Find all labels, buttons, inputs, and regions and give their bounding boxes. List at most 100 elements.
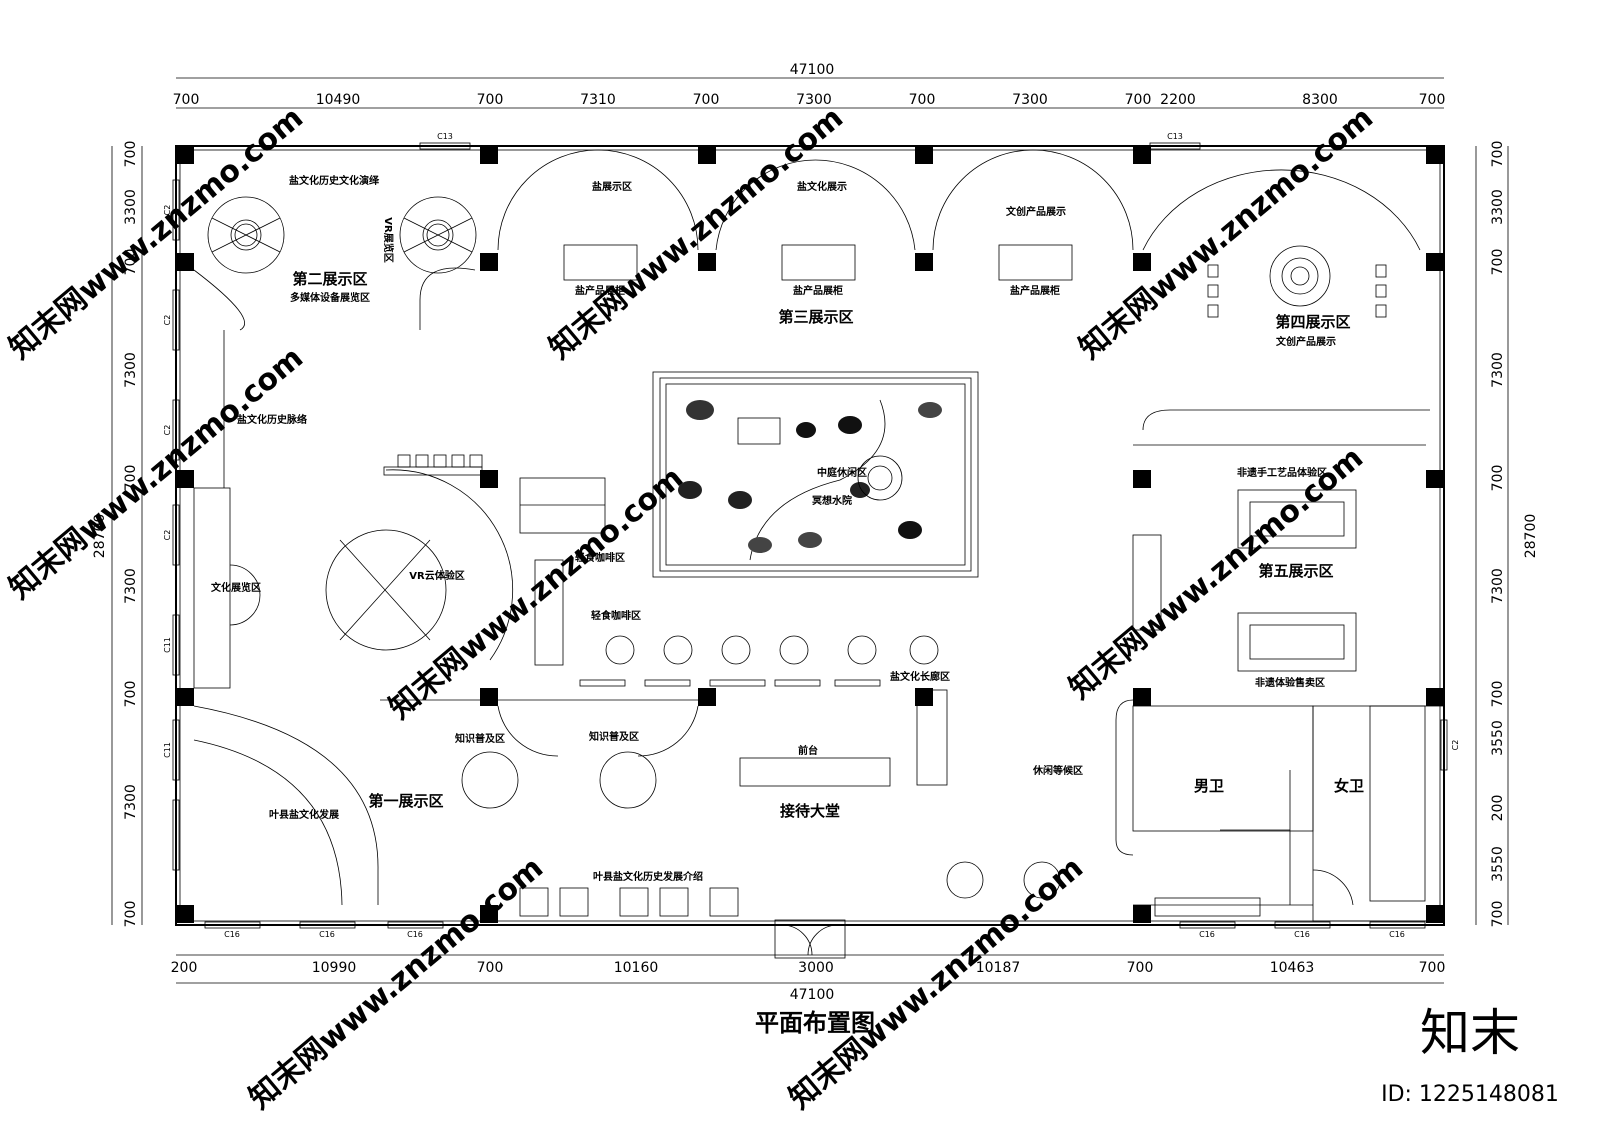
dim-top-seg: 700 — [173, 92, 200, 108]
knowledge-label: 知识普及区 — [454, 732, 505, 745]
zone-2-subtitle: 多媒体设备展览区 — [290, 291, 370, 304]
dim-top-seg: 10490 — [316, 92, 361, 108]
dim-right-seg: 700 — [1490, 901, 1506, 928]
reception-desk-label: 前台 — [798, 744, 818, 757]
window-tag: C16 — [407, 930, 423, 939]
dim-left-seg: 700 — [123, 901, 139, 928]
yexian-development-label: 叶县盐文化发展 — [269, 808, 339, 821]
dim-top-seg: 700 — [1125, 92, 1152, 108]
dim-bottom-seg: 10463 — [1270, 960, 1315, 976]
window-tag: C11 — [163, 742, 172, 758]
window-tag: C11 — [163, 637, 172, 653]
window-tag: C16 — [224, 930, 240, 939]
heritage-sales-label: 非遗体验售卖区 — [1255, 676, 1325, 689]
window-tag: C16 — [1389, 930, 1405, 939]
zone-3-title: 第三展示区 — [778, 308, 853, 326]
window-tag: C16 — [1294, 930, 1310, 939]
watermark-layer: 知末网www.znzmo.com 知末网www.znzmo.com 知末网www… — [3, 100, 1380, 1116]
dim-right-seg: 700 — [1490, 141, 1506, 168]
dim-left-seg: 3300 — [123, 189, 139, 225]
dim-bottom-seg: 700 — [1127, 960, 1154, 976]
zone-1-and-lobby: 知识普及区 知识普及区 前台 第一展示区 接待大堂 叶县盐文化发展 叶县盐文化历… — [193, 689, 1061, 917]
window-tag: C13 — [437, 132, 453, 141]
outer-walls — [175, 145, 1445, 926]
window-tag: C16 — [319, 930, 335, 939]
watermark-text: 知末网www.znzmo.com — [383, 460, 690, 726]
heritage-craft-label: 非遗手工艺品体验区 — [1237, 466, 1327, 479]
dim-top-seg: 8300 — [1302, 92, 1338, 108]
dim-left-seg: 7300 — [123, 352, 139, 388]
dim-right-seg: 7300 — [1490, 568, 1506, 604]
cafe-seating — [605, 635, 939, 665]
vr-cloud-label: VR云体验区 — [409, 569, 464, 582]
salt-history-performance-label: 盐文化历史文化演绎 — [289, 174, 380, 187]
window-tag: C2 — [1451, 740, 1460, 751]
dim-left-total: 28700 — [92, 514, 108, 559]
zone-3-salt-display: 盐展示区 盐文化展示 文创产品展示 盐产品展柜 盐产品展柜 盐产品展柜 第三展示… — [497, 149, 1134, 326]
dim-right-seg: 3300 — [1490, 189, 1506, 225]
window-tag: C13 — [1167, 132, 1183, 141]
dim-right-seg: 700 — [1490, 681, 1506, 708]
creative-display-label: 文创产品展示 — [1006, 205, 1066, 218]
dim-total-bottom: 47100 — [790, 987, 835, 1003]
dim-bottom-seg: 200 — [171, 960, 198, 976]
dim-top-seg: 7310 — [580, 92, 616, 108]
window-tag: C2 — [163, 530, 172, 541]
zone-4-subtitle: 文创产品展示 — [1276, 335, 1336, 348]
window-tag: C16 — [1199, 930, 1215, 939]
dimension-lines — [111, 77, 1509, 984]
dim-bottom-seg: 700 — [1419, 960, 1446, 976]
knowledge-label: 知识普及区 — [588, 730, 639, 743]
dim-top-seg: 700 — [477, 92, 504, 108]
dim-total-top: 47100 — [790, 62, 835, 78]
watermark-id: ID: 1225148081 — [1381, 1082, 1559, 1107]
dim-bottom-seg: 10990 — [312, 960, 357, 976]
dim-top-seg: 700 — [693, 92, 720, 108]
dim-bottom-seg: 3000 — [798, 960, 834, 976]
salt-display-label: 盐展示区 — [592, 180, 632, 193]
courtyard-label: 中庭休闲区 — [817, 466, 867, 479]
window-tag: C2 — [163, 205, 172, 216]
yexian-history-intro-label: 叶县盐文化历史发展介绍 — [593, 870, 703, 883]
windows: C13 C13 C2 C2 C2 C2 C11 C11 C2 C16 C16 C… — [163, 132, 1460, 939]
male-wc-label: 男卫 — [1194, 777, 1224, 795]
left-middle-zones: 盐文化历史脉络 文化展览区 VR云体验区 — [193, 330, 514, 689]
window-tag: C2 — [163, 425, 172, 436]
light-cafe-label: 轻食咖啡区 — [591, 609, 641, 622]
window-tag: C2 — [163, 315, 172, 326]
courtyard-garden: 中庭休闲区 冥想水院 — [652, 371, 979, 578]
dim-top-seg: 7300 — [1012, 92, 1048, 108]
female-wc-label: 女卫 — [1334, 777, 1364, 795]
left-segment-dimensions: 700 3300 700 7300 700 7300 700 7300 700 … — [92, 141, 139, 928]
dim-left-seg: 7300 — [123, 568, 139, 604]
watermark-text: 知末网www.znzmo.com — [3, 100, 310, 366]
salt-history-context-label: 盐文化历史脉络 — [237, 413, 307, 426]
dim-bottom-seg: 700 — [477, 960, 504, 976]
dim-right-seg: 700 — [1490, 249, 1506, 276]
zone-2-title: 第二展示区 — [292, 270, 367, 288]
bottom-segment-dimensions: 200 10990 700 10160 3000 10187 700 10463… — [171, 960, 1446, 976]
dim-left-seg: 700 — [123, 141, 139, 168]
culture-exhibit-label: 文化展览区 — [211, 581, 261, 594]
dim-top-seg: 700 — [909, 92, 936, 108]
entrance-door — [774, 919, 846, 959]
zone-4-title: 第四展示区 — [1275, 313, 1350, 331]
restrooms-and-waiting: 休闲等候区 男卫 女卫 — [1032, 699, 1445, 922]
salt-cabinet-label: 盐产品展柜 — [793, 284, 843, 297]
drawing-title: 平面布置图 — [755, 1009, 875, 1037]
watermark-text: 知末网www.znzmo.com — [3, 340, 310, 606]
zone-2-multimedia: 盐文化历史文化演绎 VR展览区 第二展示区 多媒体设备展览区 — [193, 174, 477, 331]
dim-right-total: 28700 — [1523, 514, 1539, 559]
dim-right-seg: 200 — [1490, 795, 1506, 822]
salt-gallery-label: 盐文化长廊区 — [890, 670, 950, 683]
waiting-label: 休闲等候区 — [1032, 764, 1083, 777]
dim-left-seg: 7300 — [123, 784, 139, 820]
zone-1-title: 第一展示区 — [368, 792, 443, 810]
cafe-area: 轻食咖啡区 轻食咖啡区 盐文化长廊区 — [519, 477, 950, 687]
dim-top-seg: 2200 — [1160, 92, 1196, 108]
dim-bottom-seg: 10187 — [976, 960, 1021, 976]
salt-cabinet-label: 盐产品展柜 — [575, 284, 625, 297]
structural-columns — [176, 146, 1444, 923]
watermark-logo: 知末 — [1420, 1004, 1520, 1062]
dim-right-seg: 700 — [1490, 465, 1506, 492]
